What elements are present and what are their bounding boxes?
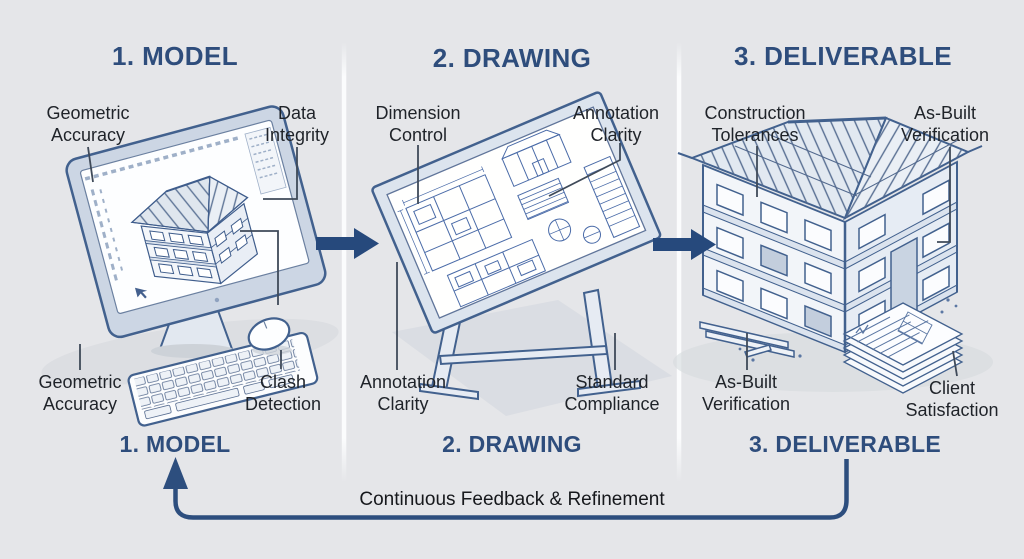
callout-line: Data (277, 103, 317, 123)
callout-standard-compliance: Standard Compliance (564, 372, 659, 416)
callout-line: As-Built (714, 372, 777, 392)
callout-line: Annotation (572, 103, 660, 123)
callout-line: Integrity (264, 124, 330, 145)
callout-line: Satisfaction (905, 399, 999, 420)
callout-line: Dimension (375, 103, 461, 123)
document-stack-illustration (842, 302, 964, 394)
callout-annotation-clarity-bottom: Annotation Clarity (360, 372, 446, 416)
callout-line: Standard (575, 372, 649, 392)
callout-line: Annotation (359, 372, 447, 392)
callout-line: Verification (900, 124, 990, 145)
callout-line: Control (388, 124, 448, 145)
debris-dots (738, 298, 958, 362)
lumber-illustration (699, 321, 795, 358)
stage-1-footer: 1. MODEL (119, 431, 231, 457)
callout-line: Tolerances (711, 124, 799, 145)
callout-construction-tolerances: Construction Tolerances (704, 103, 805, 147)
callout-dimension-control: Dimension Control (375, 103, 460, 147)
callout-annotation-clarity-top: Annotation Clarity (573, 103, 659, 147)
stage-arrow-2 (653, 229, 716, 260)
callout-geometric-accuracy-top: Geometric Accuracy (46, 103, 129, 147)
callout-line: Accuracy (50, 124, 126, 145)
callout-line: Clarity (590, 124, 642, 145)
column-divider-2 (676, 42, 682, 482)
callout-leader-lines (79, 143, 958, 377)
feedback-loop-label: Continuous Feedback & Refinement (359, 489, 665, 510)
callout-line: Clash (259, 372, 307, 392)
column-divider-1 (341, 42, 347, 482)
drafting-table-illustration (371, 91, 672, 416)
callout-client-satisfaction: Client Satisfaction (905, 378, 998, 422)
callout-line: Detection (244, 393, 322, 414)
callout-line: As-Built (913, 103, 976, 123)
stage-3-header: 3. DELIVERABLE (734, 41, 952, 71)
callout-line: Construction (704, 103, 806, 123)
callout-line: Accuracy (42, 393, 118, 414)
stage-2-header: 2. DRAWING (432, 43, 592, 73)
feedback-loop-arrow (163, 457, 849, 520)
callout-as-built-verification-top: As-Built Verification (901, 103, 989, 147)
callout-line: Compliance (564, 393, 660, 414)
up-arrow-icon (163, 457, 188, 489)
callout-line: Geometric (46, 103, 130, 123)
callout-line: Geometric (38, 372, 122, 392)
monitor-illustration (41, 105, 339, 386)
callout-data-integrity: Data Integrity (265, 103, 329, 147)
callout-geometric-accuracy-bottom: Geometric Accuracy (38, 372, 121, 416)
callout-line: Client (928, 378, 976, 398)
stage-2-footer: 2. DRAWING (442, 431, 582, 457)
callout-line: Clarity (377, 393, 429, 414)
stage-arrow-1 (316, 228, 379, 259)
mouse-illustration (247, 317, 292, 355)
callout-as-built-verification-bottom: As-Built Verification (702, 372, 790, 416)
stage-3-footer: 3. DELIVERABLE (748, 431, 942, 457)
callout-line: Verification (701, 393, 791, 414)
stage-1-header: 1. MODEL (112, 41, 238, 71)
callout-clash-detection: Clash Detection (245, 372, 321, 416)
keyboard-illustration (127, 331, 319, 427)
